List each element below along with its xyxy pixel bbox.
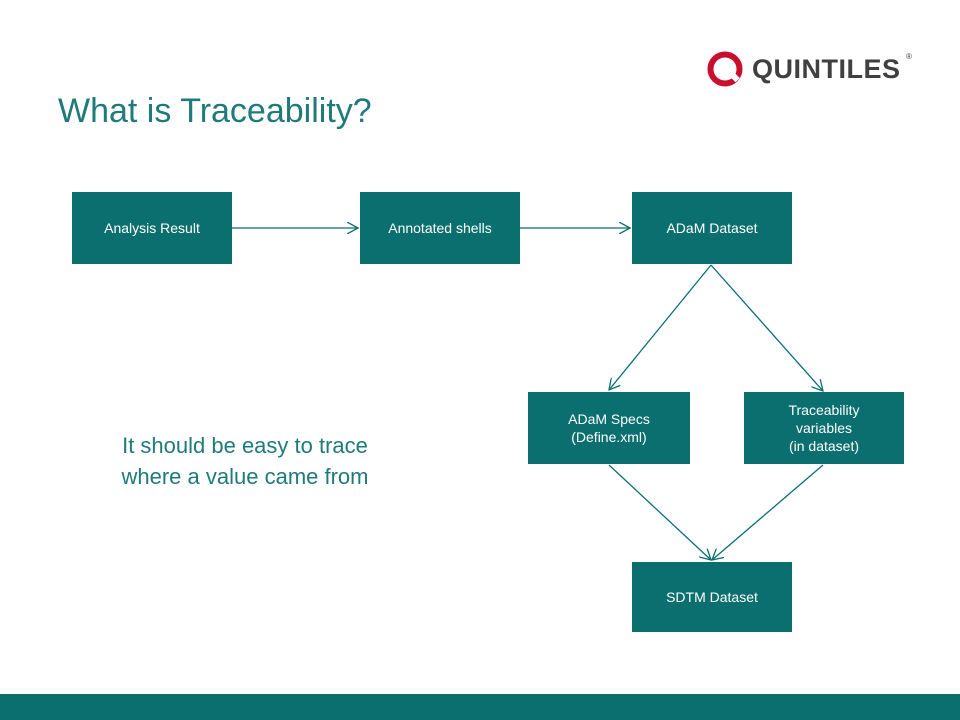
node-label: Traceability variables (in dataset) bbox=[788, 402, 860, 454]
node-adam-dataset: ADaM Dataset bbox=[632, 192, 792, 264]
quintiles-logo: QUINTILES ® bbox=[706, 48, 916, 90]
quintiles-logo-icon bbox=[707, 51, 743, 87]
footer-bar bbox=[0, 694, 960, 720]
node-traceability-variables: Traceability variables (in dataset) bbox=[744, 392, 904, 464]
page-title: What is Traceability? bbox=[58, 92, 372, 130]
node-sdtm-dataset: SDTM Dataset bbox=[632, 562, 792, 632]
node-label: SDTM Dataset bbox=[666, 589, 758, 605]
node-label: Annotated shells bbox=[388, 220, 492, 236]
edge-adam-specs-to-sdtm-dataset bbox=[608, 464, 711, 560]
node-adam-specs: ADaM Specs (Define.xml) bbox=[528, 392, 690, 464]
logo-registered-mark: ® bbox=[906, 52, 912, 61]
node-annotated-shells: Annotated shells bbox=[360, 192, 520, 264]
edge-adam-dataset-to-adam-specs bbox=[609, 264, 712, 390]
logo-text: QUINTILES bbox=[752, 54, 901, 84]
node-label: ADaM Dataset bbox=[666, 220, 758, 236]
edge-adam-dataset-to-traceability-variables bbox=[710, 264, 823, 391]
node-label: Analysis Result bbox=[104, 220, 200, 236]
traceability-note: It should be easy to trace where a value… bbox=[121, 433, 369, 489]
edge-traceability-variables-to-sdtm-dataset bbox=[712, 464, 824, 560]
node-analysis-result: Analysis Result bbox=[72, 192, 232, 264]
node-label: ADaM Specs (Define.xml) bbox=[568, 411, 650, 445]
